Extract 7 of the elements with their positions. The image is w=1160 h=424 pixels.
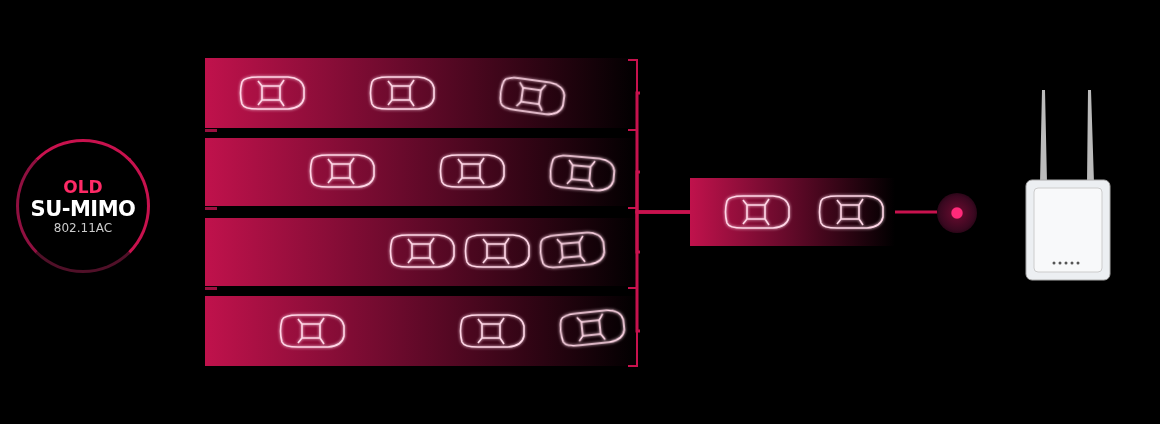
connector-line xyxy=(895,210,937,214)
mode-title: SU-MIMO xyxy=(30,197,136,221)
traffic-lane xyxy=(690,178,895,246)
connector-line xyxy=(635,210,690,333)
glow-dot xyxy=(937,193,977,233)
status-label: OLD xyxy=(63,177,103,197)
standard-label: 802.11AC xyxy=(53,221,113,235)
